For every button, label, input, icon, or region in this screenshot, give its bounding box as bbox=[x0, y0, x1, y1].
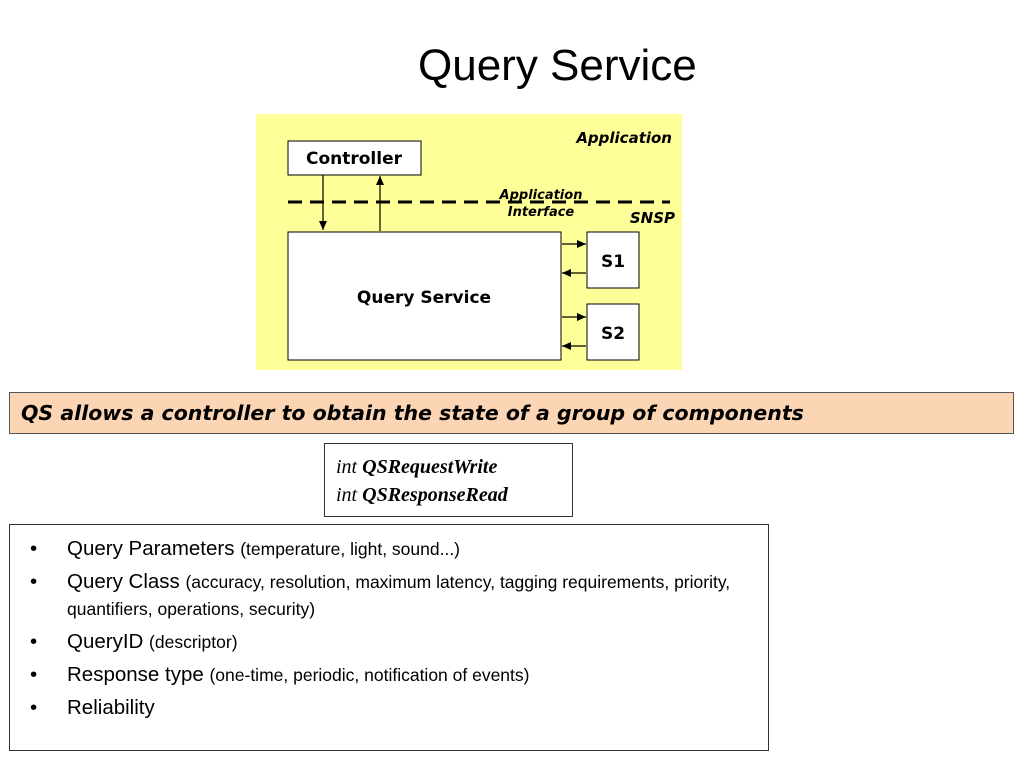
application-label: Application bbox=[575, 129, 672, 147]
list-item: • Query Parameters (temperature, light, … bbox=[10, 535, 768, 562]
api-function-name: QSRequestWrite bbox=[362, 456, 498, 478]
interface-label-line1: Application bbox=[499, 188, 583, 203]
interface-label-line2: Interface bbox=[508, 205, 575, 220]
param-description: (temperature, light, sound...) bbox=[240, 539, 461, 559]
query-parameters-box: • Query Parameters (temperature, light, … bbox=[9, 524, 769, 751]
param-name: Response type bbox=[67, 663, 204, 686]
param-name: Reliability bbox=[67, 696, 155, 719]
api-box: int QSRequestWrite int QSResponseRead bbox=[324, 443, 573, 517]
query-service-box bbox=[287, 231, 562, 361]
param-name: Query Parameters bbox=[67, 537, 235, 560]
api-line-request: int QSRequestWrite bbox=[336, 453, 572, 481]
bullet: • bbox=[30, 663, 38, 686]
list-item: • QueryID (descriptor) bbox=[10, 628, 768, 655]
s2-box bbox=[586, 303, 640, 361]
api-line-response: int QSResponseRead bbox=[336, 481, 572, 509]
list-item: • Response type (one-time, periodic, not… bbox=[10, 661, 768, 688]
bullet: • bbox=[30, 696, 38, 719]
param-name: Query Class bbox=[67, 570, 180, 593]
architecture-diagram: Application Controller Application Inter… bbox=[256, 114, 682, 370]
s1-box bbox=[586, 231, 640, 289]
api-type: int bbox=[336, 456, 358, 478]
api-function-name: QSResponseRead bbox=[362, 484, 508, 506]
list-item: • Reliability bbox=[10, 694, 768, 721]
bullet: • bbox=[30, 570, 38, 593]
list-item: • Query Class (accuracy, resolution, max… bbox=[10, 568, 768, 622]
summary-banner: QS allows a controller to obtain the sta… bbox=[9, 392, 1014, 434]
controller-box bbox=[287, 140, 422, 176]
param-description: (descriptor) bbox=[149, 632, 238, 652]
snsp-label: SNSP bbox=[630, 209, 675, 227]
controller-label: Controller bbox=[306, 149, 403, 169]
query-service-label: Query Service bbox=[357, 288, 491, 308]
bullet: • bbox=[30, 630, 38, 653]
api-type: int bbox=[336, 484, 358, 506]
s2-label: S2 bbox=[601, 324, 625, 344]
param-name: QueryID bbox=[67, 630, 144, 653]
param-description: (one-time, periodic, notification of eve… bbox=[209, 665, 530, 685]
page-title: Query Service bbox=[418, 41, 697, 90]
parameters-list: • Query Parameters (temperature, light, … bbox=[10, 535, 768, 721]
s1-label: S1 bbox=[601, 252, 625, 272]
bullet: • bbox=[30, 537, 38, 560]
param-description: (accuracy, resolution, maximum latency, … bbox=[67, 572, 731, 619]
